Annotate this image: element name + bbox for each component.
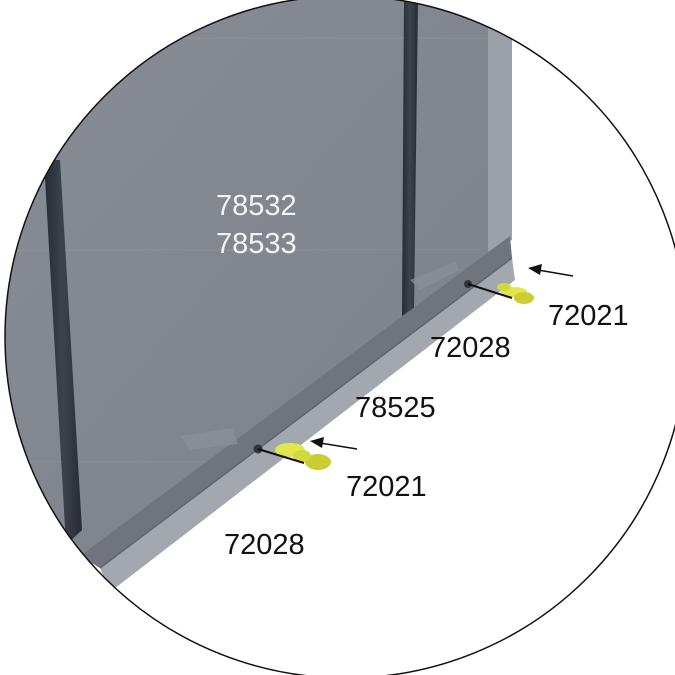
fastener-upper-right <box>464 280 534 304</box>
base-rail-front <box>100 258 515 592</box>
fastener-code-lower: 72021 <box>346 471 427 503</box>
leader-line-bracket-upper <box>467 283 513 299</box>
bracket-code-lower: 72028 <box>224 529 305 561</box>
bracket-code-upper-right: 72028 <box>430 332 511 364</box>
panel-code-2: 78533 <box>216 228 297 260</box>
detail-circle-outline <box>4 0 675 675</box>
arrow-fastener-upper <box>528 264 574 277</box>
fastener-code-upper-right: 72021 <box>548 300 629 332</box>
panel-code-1: 78532 <box>216 190 297 222</box>
upright-post-right <box>402 0 418 316</box>
rail-code: 78525 <box>355 392 436 424</box>
upright-post-left <box>44 160 82 545</box>
wall-panel <box>5 0 510 590</box>
leader-line-bracket-lower <box>257 448 305 464</box>
panel-side-face <box>488 0 512 252</box>
arrow-fastener-lower <box>310 437 358 450</box>
base-rail-top <box>80 236 512 568</box>
